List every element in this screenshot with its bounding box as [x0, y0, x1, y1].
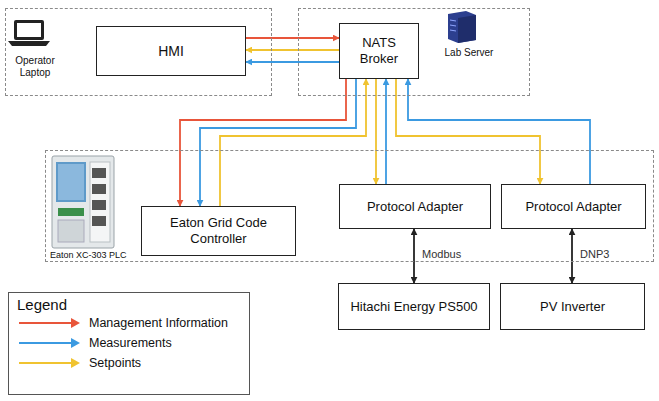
connector-arrow [200, 79, 356, 206]
connector-arrow [413, 229, 415, 283]
process-box: Hitachi Energy PS500 [338, 283, 490, 330]
process-box: Eaton Grid Code Controller [141, 206, 296, 256]
process-box: Protocol Adapter [501, 184, 646, 229]
region-label: Eaton XC-303 PLC [48, 250, 129, 260]
process-box: HMI [96, 26, 246, 76]
box-label: HMI [158, 43, 184, 60]
box-label: Protocol Adapter [367, 199, 463, 215]
legend-box: LegendManagement InformationMeasurements… [8, 292, 250, 395]
legend-swatch [17, 317, 81, 329]
connector-arrow [385, 79, 387, 184]
connector-arrow [246, 61, 339, 63]
region-label: Lab Server [439, 47, 499, 59]
box-label: PV Inverter [540, 299, 605, 315]
box-label: NATS Broker [346, 35, 412, 66]
region-boundary: Lab Server NATS Broker [298, 8, 530, 96]
legend-entry: Measurements [17, 333, 249, 353]
region-boundary: Eaton XC-303 PLC Eaton Grid Code Controll… [45, 150, 654, 262]
legend-entry: Setpoints [17, 353, 249, 373]
legend-text: Management Information [89, 316, 228, 330]
box-label: Protocol Adapter [525, 199, 621, 215]
connector-arrow [180, 79, 346, 206]
connector-arrow [246, 37, 339, 39]
box-label: Eaton Grid Code Controller [148, 215, 289, 246]
connector-arrow [396, 79, 540, 184]
server-icon [448, 11, 476, 43]
legend-text: Setpoints [89, 356, 141, 370]
connector-arrow [571, 229, 573, 283]
connector-arrow [375, 79, 377, 184]
connector-arrow [246, 49, 339, 51]
process-box: PV Inverter [500, 283, 645, 330]
connector-arrow [408, 79, 590, 184]
plc-illustration [52, 156, 114, 248]
legend-title: Legend [17, 296, 249, 313]
legend-swatch [17, 357, 81, 369]
protocol-label: Modbus [420, 248, 463, 260]
box-label: Hitachi Energy PS500 [350, 299, 477, 315]
legend-entry: Management Information [17, 313, 249, 333]
laptop-icon [8, 20, 50, 46]
region-boundary: Operator Laptop HMI [5, 8, 272, 96]
region-label: Operator Laptop [6, 55, 64, 78]
protocol-label: DNP3 [578, 248, 611, 260]
legend-text: Measurements [89, 336, 172, 350]
legend-swatch [17, 337, 81, 349]
process-box: Protocol Adapter [339, 184, 491, 229]
process-box: NATS Broker [339, 23, 419, 79]
